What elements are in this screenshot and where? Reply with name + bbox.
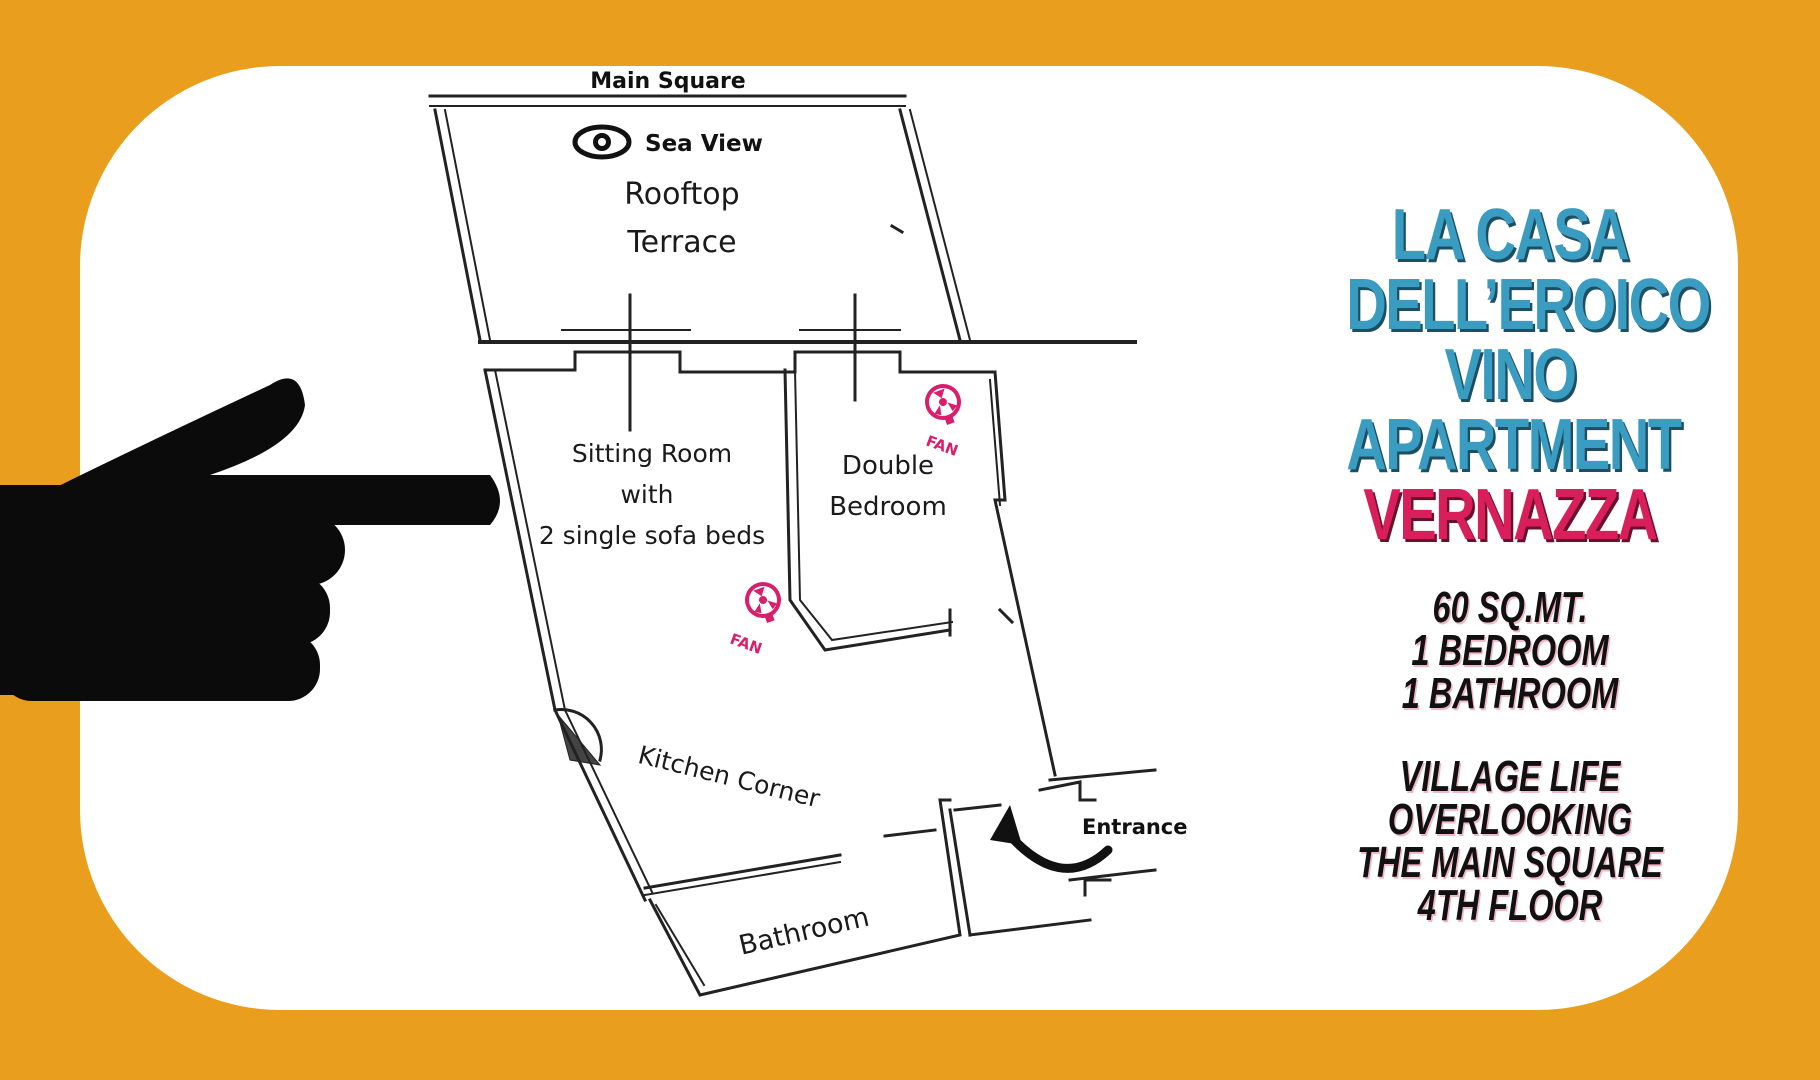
pointing-hand-icon [0,378,500,701]
sitting-room-label-line1: Sitting Room [572,439,732,468]
listing-card [80,66,1738,1010]
fan-icon [925,384,961,425]
title-line: LA CASA [1391,195,1630,275]
fan-label: FAN [728,630,765,658]
entrance-label: Entrance [1082,815,1188,839]
curved-arrow-icon [990,805,1113,873]
bathroom-label: Bathroom [736,902,872,962]
eye-icon [572,124,632,160]
wall [433,108,482,342]
fact-line: THE MAIN SQUARE [1357,838,1663,887]
double-bedroom-label-line1: Double [842,451,934,481]
rooftop-label-line2: Terrace [626,225,736,260]
sea-view-label: Sea View [645,131,763,157]
location-title: VERNAZZA [1363,475,1658,555]
fact-bedrooms: 1 BEDROOM [1411,626,1609,675]
fact-size: 60 SQ.MT. [1432,583,1588,632]
title-line: VINO [1444,335,1577,415]
sitting-room-label-line2: with [620,480,673,509]
fact-floor: 4TH FLOOR [1417,881,1603,930]
double-bedroom-label-line2: Bedroom [829,492,947,522]
sitting-room-label-line3: 2 single sofa beds [539,521,765,550]
fact-line: VILLAGE LIFE [1399,752,1621,801]
title-line: DELL’EROICO [1346,265,1711,345]
fact-bathrooms: 1 BATHROOM [1401,669,1619,718]
listing-info: LA CASA DELL’EROICO VINO APARTMENT VERNA… [1300,195,1720,930]
title-line: APARTMENT [1346,405,1682,485]
main-square-label: Main Square [590,69,745,94]
rooftop-label-line1: Rooftop [624,177,739,212]
kitchen-corner-label: Kitchen Corner [635,740,823,813]
fan-icon [745,582,781,623]
fact-line: OVERLOOKING [1387,795,1633,844]
